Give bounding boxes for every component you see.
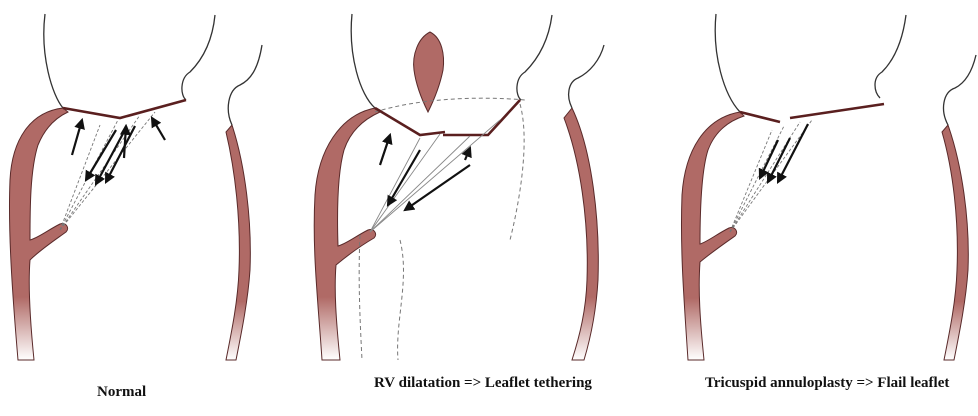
panel-normal — [9, 14, 262, 360]
atrium-outline — [715, 14, 906, 112]
caption-rv-dilatation: RV dilatation => Leaflet tethering — [374, 374, 604, 392]
septal-wall — [681, 112, 744, 360]
caption-tricuspid-annuloplasty: Tricuspid annuloplasty => Flail leaflet — [705, 374, 975, 392]
free-wall-outline — [228, 45, 262, 125]
free-wall-outline — [569, 45, 604, 108]
septal-wall — [314, 108, 380, 360]
chordae — [60, 112, 155, 230]
atrium-outline — [351, 14, 552, 108]
force-arrows — [760, 124, 808, 182]
valve-leaflets — [63, 100, 186, 118]
free-wall — [942, 125, 968, 360]
panel-tricuspid-annuloplasty — [681, 14, 976, 360]
normal-outline-dashed — [359, 98, 525, 360]
free-wall — [564, 108, 598, 360]
panel-rv-dilatation — [314, 14, 604, 360]
atrium-outline — [44, 14, 215, 108]
caption-normal: Normal — [97, 383, 217, 401]
valve-leaflets — [740, 104, 884, 122]
free-wall — [226, 125, 250, 360]
septal-wall — [9, 108, 68, 360]
valve-leaflets — [375, 100, 520, 135]
force-arrows — [72, 118, 165, 184]
free-wall-outline — [944, 55, 976, 125]
